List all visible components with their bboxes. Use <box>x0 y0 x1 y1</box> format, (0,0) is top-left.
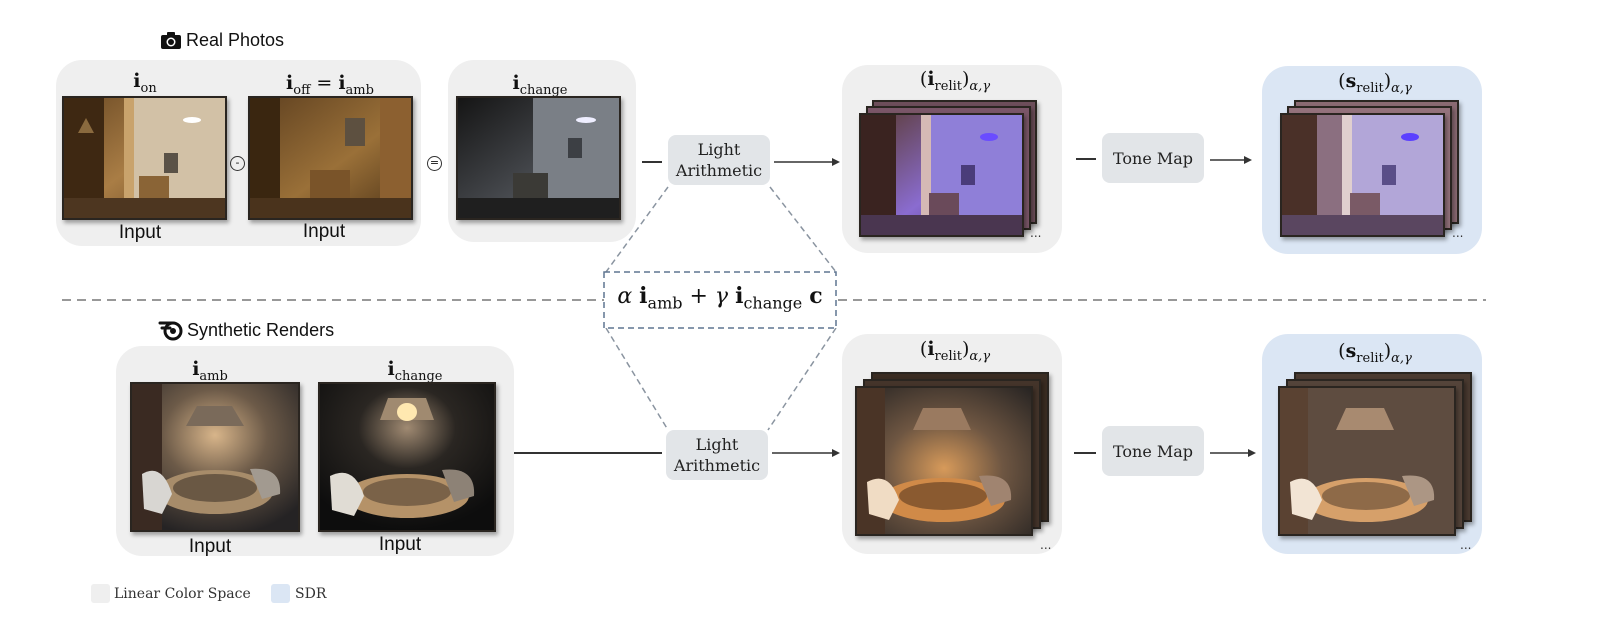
photo-syn-change <box>318 382 496 532</box>
input-caption-1: Input <box>118 222 162 243</box>
relit-label-bottom: (irelit)α,γ <box>919 338 991 364</box>
photo-relit-top <box>859 113 1024 237</box>
connector-line <box>642 161 662 163</box>
photo-sdr-top <box>1280 113 1445 237</box>
syn-i-amb-label: iamb <box>192 358 228 384</box>
srelit-label-top: (srelit)α,γ <box>1338 70 1412 96</box>
relit-label-top: (irelit)α,γ <box>919 68 991 94</box>
stack-ellipsis-top: ... <box>1030 226 1042 240</box>
input-caption-2: Input <box>302 221 346 242</box>
photo-i-on <box>62 96 227 220</box>
real-photos-header: Real Photos <box>160 28 284 52</box>
syn-i-change-label: ichange <box>387 358 443 384</box>
photo-i-off <box>248 96 413 220</box>
equals-operator: = <box>427 156 442 171</box>
i-on-label: ion <box>133 70 157 96</box>
legend-linear-label: Linear Color Space <box>114 586 251 602</box>
real-photos-title: Real Photos <box>186 29 285 50</box>
stack-ellipsis-bottom-sdr: ... <box>1460 538 1472 552</box>
synthetic-renders-header: Synthetic Renders <box>158 318 334 342</box>
arrow-bottom-1 <box>772 449 840 457</box>
arrow-bottom-2 <box>1210 449 1256 457</box>
syn-input-caption-2: Input <box>378 534 422 555</box>
light-arithmetic-formula: α iamb + γ ichange c <box>617 283 823 313</box>
photo-syn-relit <box>855 386 1033 536</box>
connector-line <box>514 452 662 454</box>
photo-syn-amb <box>130 382 300 532</box>
legend-sdr-swatch <box>271 584 290 603</box>
stack-ellipsis-bottom: ... <box>1040 538 1052 552</box>
i-change-label: ichange <box>512 72 568 98</box>
connector-line <box>1074 452 1096 454</box>
legend-linear-swatch <box>91 584 110 603</box>
tone-map-top: Tone Map <box>1102 133 1204 183</box>
i-off-label: ioff = iamb <box>286 72 374 98</box>
syn-input-caption-1: Input <box>188 536 232 557</box>
tone-map-bottom: Tone Map <box>1102 426 1204 476</box>
minus-operator: - <box>230 156 245 171</box>
synthetic-renders-title: Synthetic Renders <box>187 319 335 340</box>
blender-icon <box>158 319 184 341</box>
srelit-label-bottom: (srelit)α,γ <box>1338 340 1412 366</box>
photo-i-change <box>456 96 621 220</box>
connector-line <box>1076 158 1096 160</box>
arrow-top-2 <box>1210 156 1252 164</box>
arrow-top-1 <box>774 158 840 166</box>
stack-ellipsis-top-sdr: ... <box>1452 226 1464 240</box>
camera-icon <box>160 30 182 50</box>
photo-syn-sdr <box>1278 386 1456 536</box>
legend-sdr-label: SDR <box>295 586 327 602</box>
